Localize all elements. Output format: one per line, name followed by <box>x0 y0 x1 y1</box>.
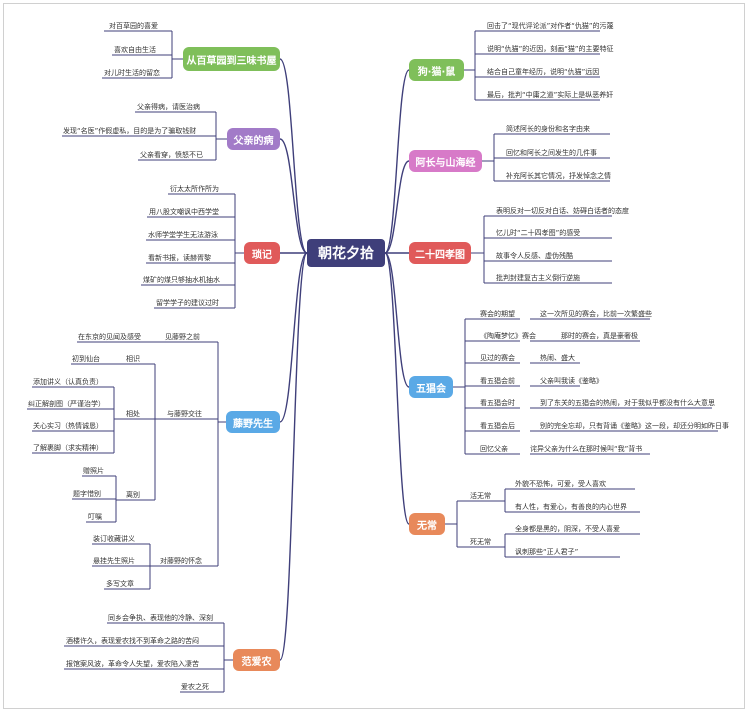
leaf-b6-3: 结合自己童年经历，说明“仇猫”远因 <box>487 68 600 76</box>
b9-row-1-b: 这一次所见的赛会，比前一次繁盛些 <box>540 310 652 318</box>
b4-s2-leaf-1: 添加讲义（认真负责） <box>33 378 103 386</box>
leaf-b3-4: 看新书报，读赫胥黎 <box>148 254 211 262</box>
leaf-b8-4: 批判封建复古主义倒行逆施 <box>496 274 580 282</box>
branch-azhang[interactable]: 阿长与山海经 <box>409 150 482 172</box>
b10-g1-label: 活无常 <box>470 492 491 500</box>
b4-s2-leaf-3: 关心实习（热情诚恳） <box>33 422 103 430</box>
leaf-b1-3: 对儿时生活的留恋 <box>104 69 160 77</box>
canvas-border <box>3 3 745 709</box>
b9-row-4-a: 看五猖会前 <box>480 377 515 385</box>
connector-9 <box>384 252 410 388</box>
leaf-b6-1: 回击了“现代评论派”对作者“仇猫”的污蔑 <box>487 22 614 30</box>
b4-s1-leaf-1: 初到仙台 <box>72 355 100 363</box>
b9-row-6-a: 看五猖会后 <box>480 422 515 430</box>
b4-s2-leaf-4: 了解裹脚（求实精神） <box>33 444 103 452</box>
b9-row-5-b: 到了东关的五猖会的热闹，对于我似乎都没有什么大意思 <box>540 399 715 407</box>
branch-fanainong[interactable]: 范爱农 <box>233 649 280 671</box>
leaf-b7-3: 补充阿长其它情况，抒发悼念之情 <box>506 172 611 180</box>
leaf-b3-2: 用八股文嘲讽中西学堂 <box>149 208 219 216</box>
b4-g3-leaf-2: 悬挂先生照片 <box>93 557 135 565</box>
b9-row-6-b: 别的完全忘却，只有背诵《鉴略》这一段，却还分明如昨日事 <box>540 422 729 430</box>
b9-row-2-a: 《陶庵梦忆》赛会 <box>480 332 536 340</box>
b9-row-3-a: 见过的赛会 <box>480 354 515 362</box>
b4-g1-label: 见藤野之前 <box>165 333 200 341</box>
branch-wuchang[interactable]: 无常 <box>409 513 445 535</box>
branch-suoji[interactable]: 琐记 <box>244 242 280 264</box>
b4-s2-label: 相处 <box>126 410 140 418</box>
connector-5 <box>279 252 308 661</box>
leaf-b1-1: 对百草园的喜爱 <box>109 22 158 30</box>
leaf-b5-4: 爱农之死 <box>181 683 209 691</box>
b9-row-3-b: 热闹、盛大 <box>540 354 575 362</box>
b4-g1-leaf-1: 在东京的见闻及感受 <box>78 333 141 341</box>
b10-g1-leaf-1: 外貌不恐怖，可爱，受人喜欢 <box>515 480 606 488</box>
b4-g3-leaf-3: 多写文章 <box>106 580 134 588</box>
branch-wuchanghui[interactable]: 五猖会 <box>409 376 453 398</box>
b4-s2-leaf-2: 纠正解剖图（严谨治学） <box>28 400 105 408</box>
leaf-b2-3: 父亲看穿，愤怒不已 <box>140 151 203 159</box>
b4-g3-label: 对藤野的怀念 <box>160 557 202 565</box>
leaf-b2-2: 发现“名医”作假虚私，目的是为了骗取钱财 <box>63 127 197 135</box>
leaf-b7-1: 简述阿长的身份和名字由来 <box>506 125 590 133</box>
b10-g2-leaf-2: 讽刺那些“正人君子” <box>515 548 579 556</box>
leaf-b5-2: 酒楼许久，表现爱农找不到革命之路的苦闷 <box>66 637 199 645</box>
leaf-b7-2: 回忆和阿长之间发生的几件事 <box>506 149 597 157</box>
b4-s3-leaf-3: 叮嘱 <box>88 513 102 521</box>
b10-g2-leaf-1: 全身都是黑的，阴深，不受人喜爱 <box>515 525 620 533</box>
b10-g2-label: 死无常 <box>470 538 491 546</box>
leaf-b8-2: 忆儿时“二十四孝图”的感受 <box>496 229 581 237</box>
leaf-b6-2: 说明“仇猫”的近因，刻画“猫”的主要特征 <box>487 45 614 53</box>
leaf-b8-1: 表明反对一切反对白话、妨碍白话者的态度 <box>496 207 629 215</box>
b4-s3-label: 离别 <box>126 491 140 499</box>
leaf-b3-5: 煤矿的煤只够抽水机抽水 <box>143 276 220 284</box>
branch-baicaoyuan[interactable]: 从百草园到三味书屋 <box>183 47 280 71</box>
b9-row-7-a: 回忆父亲 <box>480 445 508 453</box>
branch-ershisixiao[interactable]: 二十四孝图 <box>409 242 471 264</box>
root-node[interactable]: 朝花夕拾 <box>307 239 385 267</box>
connector-4 <box>279 252 308 423</box>
leaf-b6-4: 最后，批判“中庸之道”实际上是纵恶养奸 <box>487 91 614 99</box>
connector-6 <box>384 69 410 254</box>
b4-s1-label: 相识 <box>126 355 140 363</box>
connector-1 <box>279 58 308 254</box>
b9-row-1-a: 赛会的期望 <box>480 310 515 318</box>
branch-goumaoshu[interactable]: 狗·猫·鼠 <box>409 59 464 81</box>
b4-g2-label: 与藤野交往 <box>167 410 202 418</box>
branch-tengye[interactable]: 藤野先生 <box>226 411 280 433</box>
b4-s3-leaf-2: 题字惜别 <box>73 490 101 498</box>
b9-row-7-b: 诧异父亲为什么在那时候叫“我”背书 <box>530 445 643 453</box>
connector-10 <box>384 252 410 525</box>
b4-s3-leaf-1: 赠照片 <box>83 467 104 475</box>
leaf-b3-3: 水师学堂学生无法游泳 <box>148 231 218 239</box>
leaf-b5-1: 同乡会争执、表现他的冷静、深刻 <box>108 614 213 622</box>
connector-7 <box>384 160 410 254</box>
connector-2 <box>279 138 308 254</box>
branch-fuqin[interactable]: 父亲的病 <box>227 128 280 150</box>
b9-row-4-b: 父亲叫我读《鉴略》 <box>540 377 603 385</box>
b4-g3-leaf-1: 装订收藏讲义 <box>93 535 135 543</box>
leaf-b5-3: 报馆案风波，革命令人失望，爱农陷入凄苦 <box>66 660 199 668</box>
b9-row-2-b: 那时的赛会，真是豪奢极 <box>561 332 638 340</box>
leaf-b1-2: 喜欢自由生活 <box>114 46 156 54</box>
b9-row-5-a: 看五猖会时 <box>480 399 515 407</box>
leaf-b3-1: 衍太太所作所为 <box>170 185 219 193</box>
leaf-b2-1: 父亲得病，请医治病 <box>137 103 200 111</box>
leaf-b3-6: 留学学子的建议过时 <box>156 299 219 307</box>
leaf-b8-3: 故事令人反感、虚伪残酷 <box>496 252 573 260</box>
b10-g1-leaf-2: 有人性，有爱心，有善良的内心世界 <box>515 503 627 511</box>
